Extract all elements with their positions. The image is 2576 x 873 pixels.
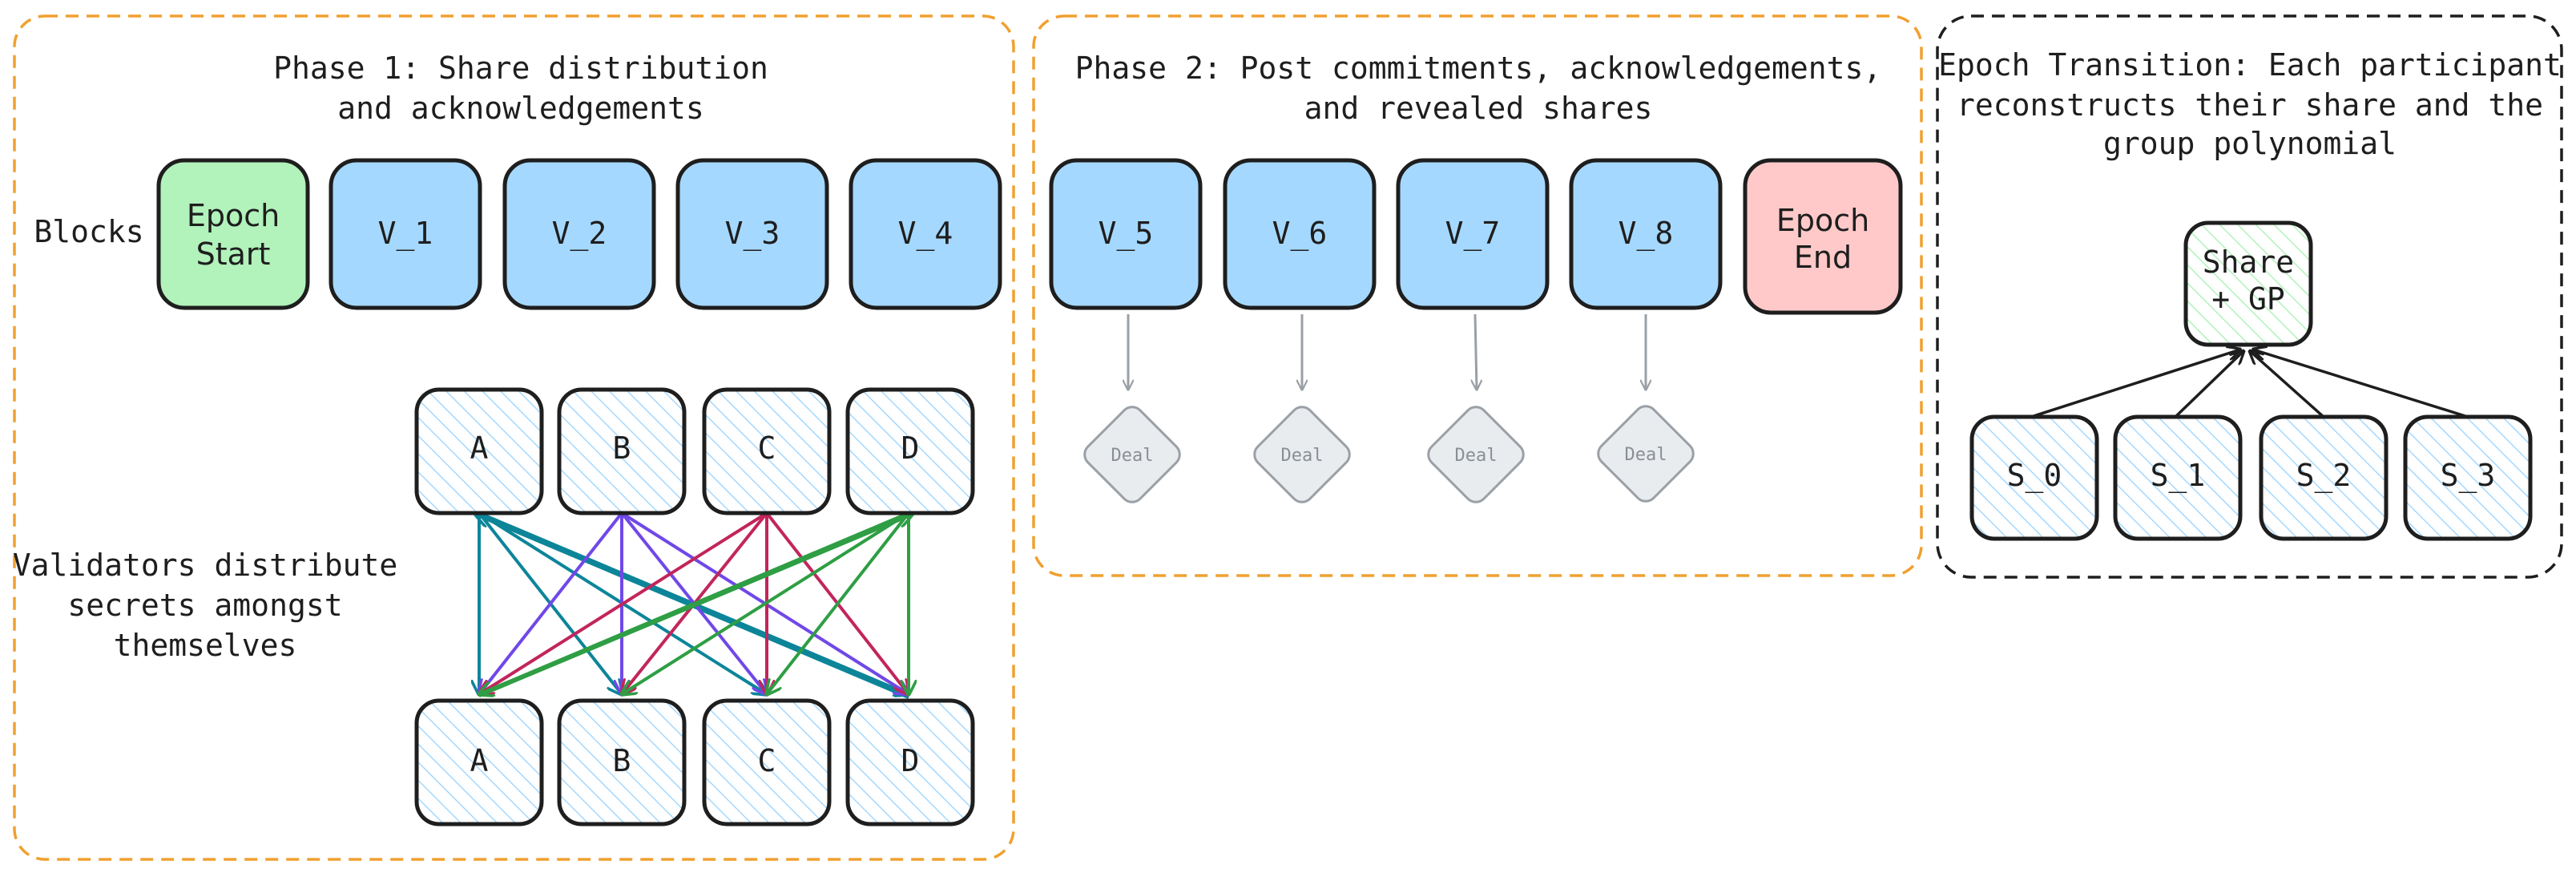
- block-v5-label: V_5: [1099, 216, 1154, 252]
- block-v7: V_7: [1396, 158, 1550, 310]
- epoch-start-line1: Epoch: [187, 198, 280, 233]
- block-v8: V_8: [1569, 158, 1723, 310]
- validator-top-c-label: C: [758, 430, 776, 466]
- distribution-arrows: [476, 511, 912, 699]
- share-s3: S_3: [2403, 414, 2533, 541]
- validator-top-d: D: [845, 387, 975, 515]
- phase1-desc-line1: Validators distribute: [13, 548, 397, 583]
- block-v3-label: V_3: [725, 216, 780, 252]
- validator-top-a-label: A: [470, 430, 489, 466]
- transition-frame: [1936, 14, 2563, 579]
- reconstruct-arrows: [2030, 350, 2469, 418]
- phase2-title-line1: Phase 2: Post commitments, acknowledgeme…: [1075, 51, 1882, 86]
- validator-bottom-a: A: [414, 698, 544, 827]
- share-s2: S_2: [2259, 414, 2389, 541]
- deal-v5: Deal: [1083, 406, 1181, 503]
- arrow-d-to-b: [622, 511, 910, 694]
- block-v8-label: V_8: [1619, 216, 1674, 252]
- deal-v8-label: Deal: [1625, 445, 1667, 465]
- phase1-desc-line3: themselves: [114, 628, 297, 663]
- share-gp-line1: Share: [2203, 245, 2294, 280]
- validator-bottom-d: D: [845, 698, 975, 827]
- epoch-start-line2: Start: [196, 236, 271, 272]
- share-gp-node: Share + GP: [2183, 220, 2313, 347]
- share-s0-label: S_0: [2007, 458, 2062, 494]
- transition-title-line2: reconstructs their share and the: [1957, 87, 2543, 123]
- phase1-desc-line2: secrets amongst: [67, 588, 342, 623]
- block-v6-label: V_6: [1272, 216, 1328, 252]
- deal-v5-label: Deal: [1111, 446, 1154, 466]
- arrow-s1-to-root: [2174, 351, 2243, 418]
- arrow-b-to-a: [479, 511, 623, 694]
- phase1-frame: [13, 14, 1015, 861]
- share-s1: S_1: [2113, 414, 2243, 541]
- deal-v7: Deal: [1427, 406, 1525, 503]
- block-v6: V_6: [1223, 158, 1377, 310]
- validator-top-d-label: D: [901, 430, 920, 466]
- block-v5: V_5: [1049, 158, 1203, 310]
- validator-bottom-c-label: C: [758, 743, 776, 778]
- share-s2-label: S_2: [2296, 458, 2352, 494]
- validator-top-c: C: [702, 387, 832, 515]
- block-v1: V_1: [329, 158, 482, 310]
- phase2-frame: [1032, 14, 1923, 577]
- arrow-a-to-d-green: [478, 515, 912, 697]
- validator-bottom-d-label: D: [901, 743, 920, 778]
- validator-top-b: B: [557, 387, 687, 515]
- arrow-d-to-a: [479, 511, 909, 694]
- phase1-title-line2: and acknowledgements: [337, 91, 704, 126]
- arrow-d-to-c: [767, 511, 910, 694]
- epoch-end-line2: End: [1794, 240, 1852, 275]
- share-gp-line2: + GP: [2211, 281, 2285, 317]
- share-s3-label: S_3: [2441, 458, 2496, 494]
- phase2-title-line2: and revealed shares: [1304, 91, 1653, 126]
- share-s0: S_0: [1969, 414, 2099, 541]
- epoch-start-block: Epoch Start: [156, 158, 310, 310]
- arrow-s3-to-root: [2253, 350, 2469, 418]
- deal-v7-label: Deal: [1455, 446, 1498, 466]
- deal-v6: Deal: [1253, 406, 1351, 503]
- block-v2: V_2: [502, 158, 656, 310]
- validator-bottom-a-label: A: [470, 743, 489, 778]
- epoch-end-block: Epoch End: [1743, 158, 1903, 315]
- validator-bottom-c: C: [702, 698, 832, 827]
- epoch-end-line1: Epoch: [1776, 203, 1869, 238]
- phase1-title-line1: Phase 1: Share distribution: [273, 51, 768, 86]
- validator-bottom-b-label: B: [613, 743, 631, 778]
- block-v2-label: V_2: [552, 216, 607, 252]
- transition-title-line1: Epoch Transition: Each participant: [1938, 47, 2562, 83]
- block-v3: V_3: [675, 158, 829, 310]
- deal-arrows: [1128, 313, 1646, 390]
- arrow-s2-to-root: [2250, 351, 2325, 418]
- block-v7-label: V_7: [1445, 216, 1501, 252]
- block-v1-label: V_1: [378, 216, 433, 252]
- block-v4-label: V_4: [898, 216, 953, 252]
- block-v4: V_4: [849, 158, 1002, 310]
- arrow-c-to-a: [479, 511, 768, 694]
- arrow-s0-to-root: [2030, 350, 2240, 418]
- deal-v6-label: Deal: [1281, 446, 1324, 466]
- arrow-v7-to-deal: [1475, 313, 1477, 390]
- share-s1-label: S_1: [2151, 458, 2206, 494]
- validator-bottom-b: B: [557, 698, 687, 827]
- blocks-label: Blocks: [34, 214, 143, 249]
- transition-title-line3: group polynomial: [2103, 126, 2397, 161]
- validator-top-a: A: [414, 387, 544, 515]
- validator-top-b-label: B: [613, 430, 631, 466]
- deal-v8: Deal: [1597, 405, 1695, 503]
